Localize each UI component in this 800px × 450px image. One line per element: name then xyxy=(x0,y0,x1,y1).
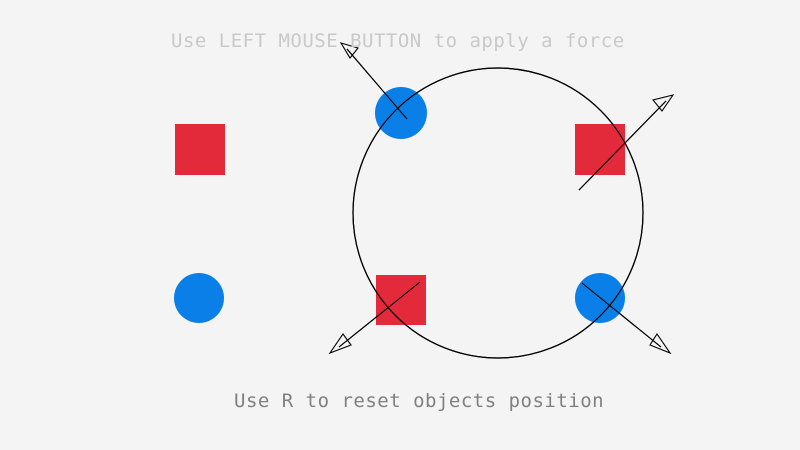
hint-text-apply-force: Use LEFT MOUSE BUTTON to apply a force xyxy=(171,30,625,52)
circle-top-middle[interactable] xyxy=(375,87,427,139)
force-vector-overlay-circle-top-middle xyxy=(346,48,408,120)
force-vector-overlay-square-top-right xyxy=(578,100,667,191)
hint-text-reset-objects: Use R to reset objects position xyxy=(234,390,605,412)
constraint-circle-overlay xyxy=(352,67,644,359)
force-vector-overlay-circle-bottom-right xyxy=(581,282,662,348)
square-top-left[interactable] xyxy=(175,124,225,175)
square-top-right[interactable] xyxy=(575,124,625,175)
circle-bottom-left[interactable] xyxy=(174,273,224,323)
force-vector-overlay-square-bottom-middle xyxy=(338,281,421,348)
